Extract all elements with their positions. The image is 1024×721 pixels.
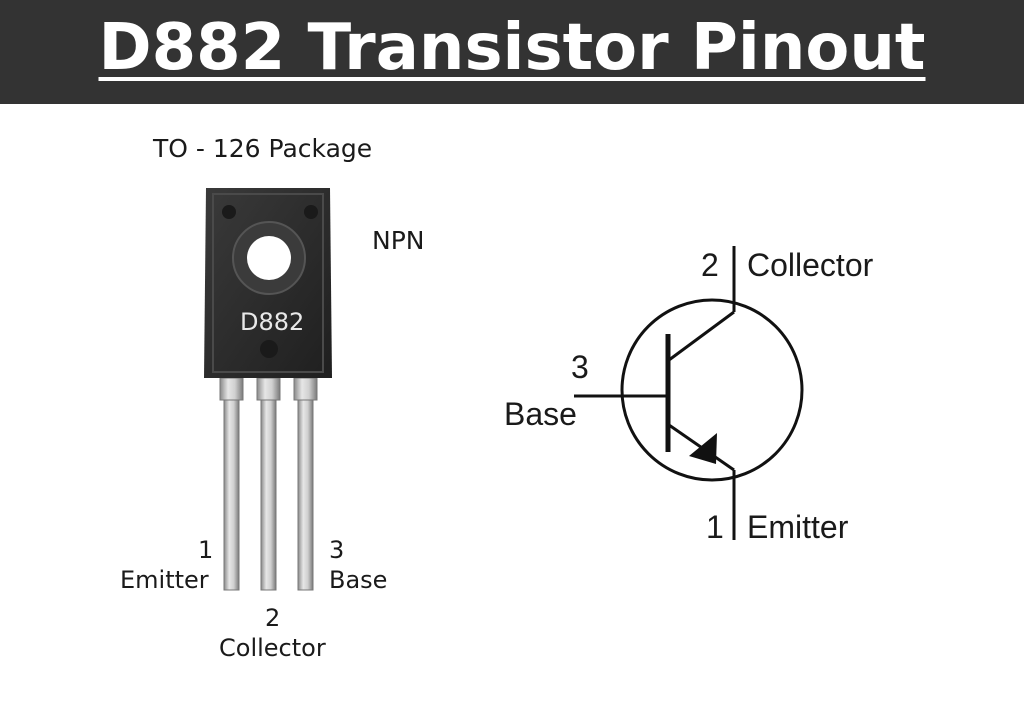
pin-3-number: 3 xyxy=(329,536,345,564)
bottom-dimple xyxy=(260,340,278,358)
page-title: D882 Transistor Pinout xyxy=(98,11,926,85)
symbol-base-name: Base xyxy=(504,396,577,432)
corner-dimple-left xyxy=(222,205,236,219)
transistor-body xyxy=(204,188,332,378)
emitter-arrow-icon xyxy=(689,433,717,464)
symbol-collector-name: Collector xyxy=(747,247,874,283)
symbol-collector-number: 2 xyxy=(701,247,719,283)
symbol-circle xyxy=(620,298,804,482)
pin-1-name: Emitter xyxy=(120,566,209,594)
pin-2-number: 2 xyxy=(265,604,281,632)
package-marking: D882 xyxy=(240,308,305,336)
pin-1-number: 1 xyxy=(198,536,214,564)
transistor-type: NPN xyxy=(372,226,425,255)
symbol-base-number: 3 xyxy=(571,349,589,385)
title-banner xyxy=(0,0,1024,104)
symbol-emitter-name: Emitter xyxy=(747,509,849,545)
pin-2-name: Collector xyxy=(219,634,326,662)
corner-dimple-right xyxy=(304,205,318,219)
package-label: TO - 126 Package xyxy=(153,134,373,163)
pin-3-name: Base xyxy=(329,566,388,594)
transistor-leads xyxy=(219,371,318,591)
collector-diagonal xyxy=(668,310,735,362)
mounting-hole xyxy=(247,236,291,280)
symbol-emitter-number: 1 xyxy=(706,509,724,545)
